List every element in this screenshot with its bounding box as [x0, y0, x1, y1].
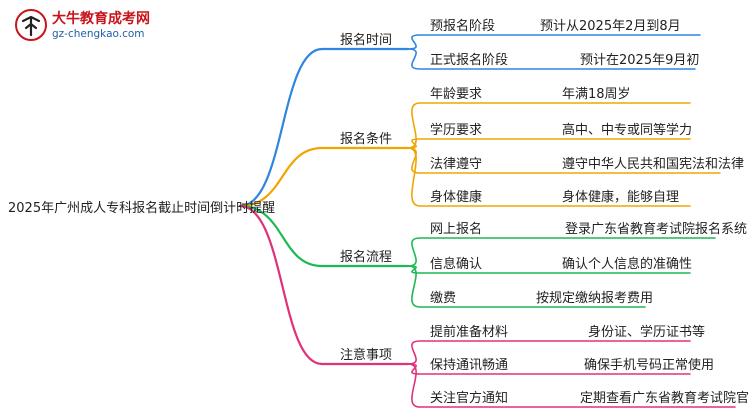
branch-3-item-2-value: 定期查看广东省教育考试院官网	[580, 391, 750, 406]
connector-0-0	[407, 34, 701, 50]
branch-2-item-2-value: 按规定缴纳报考费用	[536, 291, 654, 306]
root-topic: 2025年广州成人专科报名截止时间倒计时提醒	[8, 201, 276, 216]
branch-0-item-1-value: 预计在2025年9月初	[580, 53, 700, 68]
connector-3-0	[407, 340, 691, 365]
site-logo[interactable]: 大牛教育成考网 gz-chengkao.com	[14, 6, 184, 46]
branch-2-item-1-value: 确认个人信息的准确性	[562, 257, 693, 272]
branch-3-item-1-value: 确保手机号码正常使用	[584, 358, 715, 373]
connector-2-1	[407, 265, 691, 274]
connector-2-2	[407, 265, 646, 308]
logo-title: 大牛教育成考网	[52, 11, 150, 27]
branch-1-item-1-label: 学历要求	[430, 123, 483, 138]
connector-2	[238, 204, 410, 268]
connector-2-0	[407, 237, 716, 267]
connector-1	[238, 146, 410, 208]
branch-1-item-3-label: 身体健康	[430, 190, 483, 205]
branch-1-item-2-label: 法律遵守	[430, 157, 483, 172]
branch-0-item-0-value: 预计从2025年2月到8月	[540, 19, 681, 34]
branch-0-item-1-label: 正式报名阶段	[430, 53, 509, 68]
branch-2-label: 报名流程	[340, 250, 393, 265]
branch-0-label: 报名时间	[340, 33, 393, 48]
connector-3	[238, 204, 410, 366]
connector-0-1	[407, 48, 696, 70]
connector-1-3	[407, 147, 691, 207]
branch-2-item-2-label: 缴费	[430, 291, 457, 306]
connector-1-0	[407, 102, 691, 149]
branch-1-item-0-label: 年龄要求	[430, 87, 483, 102]
branch-2-item-0-value: 登录广东省教育考试院报名系统	[565, 222, 748, 237]
branch-1-item-3-value: 身体健康，能够自理	[562, 190, 680, 205]
branch-0-item-0-label: 预报名阶段	[430, 19, 496, 34]
connector-0	[238, 47, 410, 208]
branch-2-item-1-label: 信息确认	[430, 257, 483, 272]
logo-url: gz-chengkao.com	[52, 28, 145, 40]
branch-1-item-2-value: 遵守中华人民共和国宪法和法律	[562, 157, 745, 172]
branch-3-item-2-label: 关注官方通知	[430, 391, 509, 406]
connector-3-1	[407, 363, 691, 375]
branch-3-item-1-label: 保持通讯畅通	[430, 358, 509, 373]
branch-1-item-1-value: 高中、中专或同等学力	[562, 123, 693, 138]
branch-3-label: 注意事项	[340, 348, 393, 363]
connector-1-1	[407, 138, 691, 149]
connector-3-2	[407, 363, 736, 408]
branch-3-item-0-label: 提前准备材料	[430, 325, 509, 340]
branch-3-item-0-value: 身份证、学历证书等	[588, 325, 706, 340]
branch-1-label: 报名条件	[340, 132, 393, 147]
logo-icon	[15, 9, 47, 41]
branch-2-item-0-label: 网上报名	[430, 222, 483, 237]
branch-1-item-0-value: 年满18周岁	[562, 87, 631, 102]
